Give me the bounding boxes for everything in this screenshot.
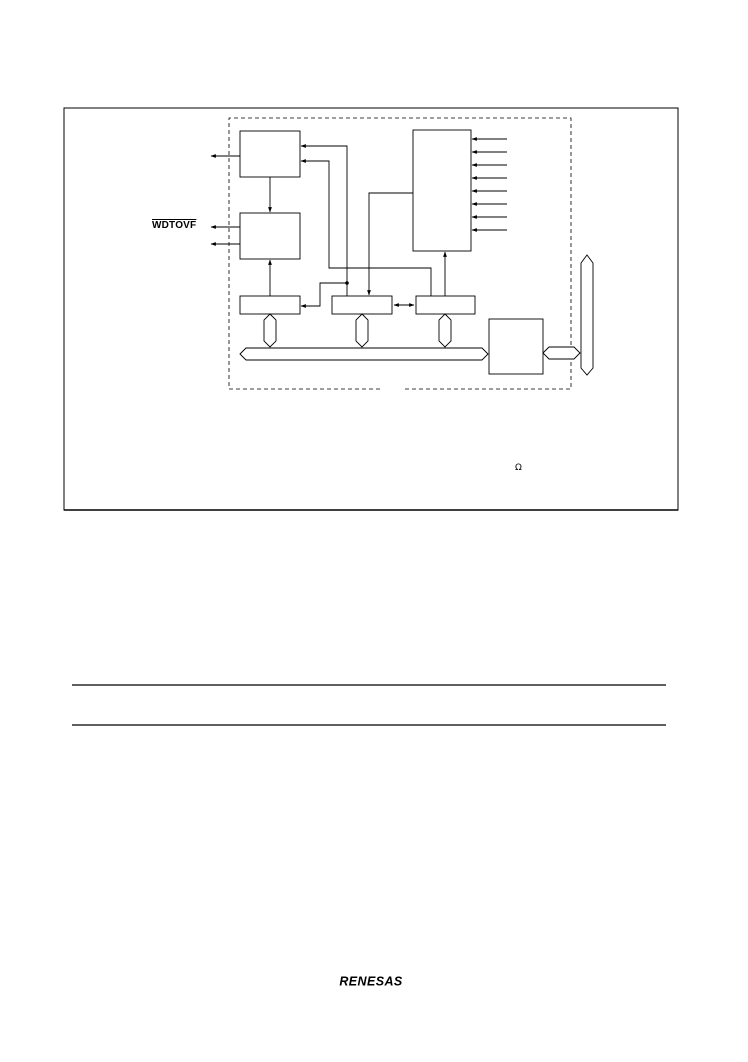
bus-connector-middle — [355, 313, 369, 348]
register-middle — [331, 295, 393, 315]
bus-connector-external — [542, 346, 581, 360]
bus-connector-left — [263, 313, 277, 348]
line-clock-to-middle-register — [367, 192, 413, 296]
block-clock-select — [412, 129, 472, 252]
external-bus — [580, 254, 594, 376]
block-top-left — [239, 130, 301, 178]
junction-dot — [345, 281, 349, 285]
internal-bus — [239, 347, 489, 361]
bus-connector-right — [438, 313, 452, 348]
block-bus-interface — [488, 318, 544, 375]
clock-inputs — [471, 137, 507, 232]
renesas-logo: RENESAS — [339, 975, 402, 989]
omega-symbol: Ω — [515, 463, 522, 473]
wdtovf-label: WDTOVF — [152, 220, 197, 231]
line-to-left-register — [300, 282, 347, 308]
register-left — [239, 295, 301, 315]
line-right-register-to-top — [300, 159, 432, 296]
block-control — [239, 212, 301, 260]
line-middle-register-to-top — [300, 144, 348, 296]
register-right — [415, 295, 476, 315]
renesas-logo-text: RENESAS — [339, 975, 402, 989]
